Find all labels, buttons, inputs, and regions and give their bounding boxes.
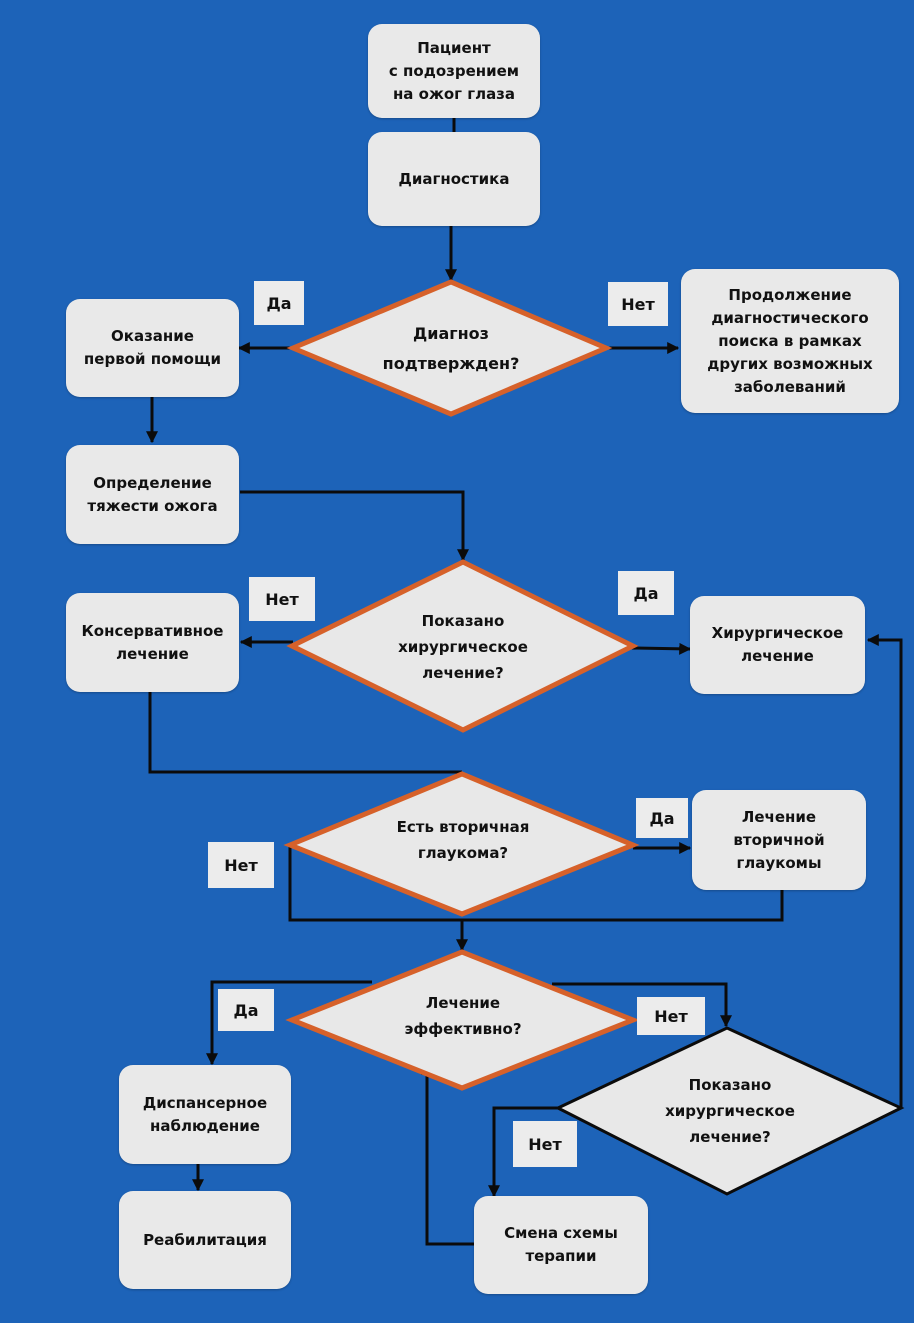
decision-shape-effective	[285, 949, 640, 1091]
arrow-change-therapy-back-to-effective	[421, 1062, 474, 1246]
decision-shape-surgery	[286, 559, 639, 733]
arrow-severity-to-surgery-decision	[240, 490, 469, 562]
line-glaucoma-no-down	[288, 845, 462, 922]
decision-shape-surgery-2	[554, 1026, 905, 1196]
box-diagnostics: Диагностика	[368, 132, 540, 226]
box-continue-search: Продолжение диагностического поиска в ра…	[681, 269, 899, 413]
arrow-surgery-yes-to-surgical	[631, 642, 692, 655]
arrow-effective-no-to-surgery-2	[552, 982, 732, 1028]
label-diagnosis-yes: Да	[254, 281, 304, 325]
label-effective-yes: Да	[218, 989, 274, 1031]
box-severity: Определение тяжести ожога	[66, 445, 239, 544]
arrow-surgery-2-yes-to-surgical	[866, 634, 903, 1108]
box-change-therapy: Смена схемы терапии	[474, 1196, 648, 1294]
label-surgery-yes: Да	[618, 571, 674, 615]
decision-shape-diagnosis	[286, 279, 613, 417]
decision-surgery-indicated: Показано хирургическое лечение?	[398, 612, 528, 682]
line-glaucoma-treatment-down	[462, 890, 784, 922]
arrow-effective-yes-to-followup	[206, 980, 372, 1066]
decision-diagnosis-confirmed: Диагноз подтвержден?	[382, 324, 520, 373]
label-surgery-2-no: Нет	[513, 1121, 577, 1167]
arrow-surgery-2-no-to-change-therapy	[488, 1106, 558, 1198]
box-first-aid: Оказание первой помощи	[66, 299, 239, 397]
box-followup: Диспансерное наблюдение	[119, 1065, 291, 1164]
box-patient: Пациент с подозрением на ожог глаза	[368, 24, 540, 118]
box-conservative: Консервативное лечение	[66, 593, 239, 692]
label-surgery-no: Нет	[249, 577, 315, 621]
decision-shape-glaucoma	[283, 771, 640, 917]
decision-surgery-indicated-2: Показано хирургическое лечение?	[665, 1076, 795, 1146]
box-surgical: Хирургическое лечение	[690, 596, 865, 694]
label-diagnosis-no: Нет	[608, 282, 668, 326]
decision-treatment-effective: Лечение эффективно?	[404, 994, 522, 1038]
arrow-conservative-to-glaucoma-decision	[148, 692, 462, 774]
decision-secondary-glaucoma: Есть вторичная глаукома?	[396, 818, 530, 862]
box-glaucoma-treatment: Лечение вторичной глаукомы	[692, 790, 866, 890]
label-effective-no: Нет	[637, 997, 705, 1035]
box-rehab: Реабилитация	[119, 1191, 291, 1289]
label-glaucoma-yes: Да	[636, 798, 688, 838]
label-glaucoma-no: Нет	[208, 842, 274, 888]
